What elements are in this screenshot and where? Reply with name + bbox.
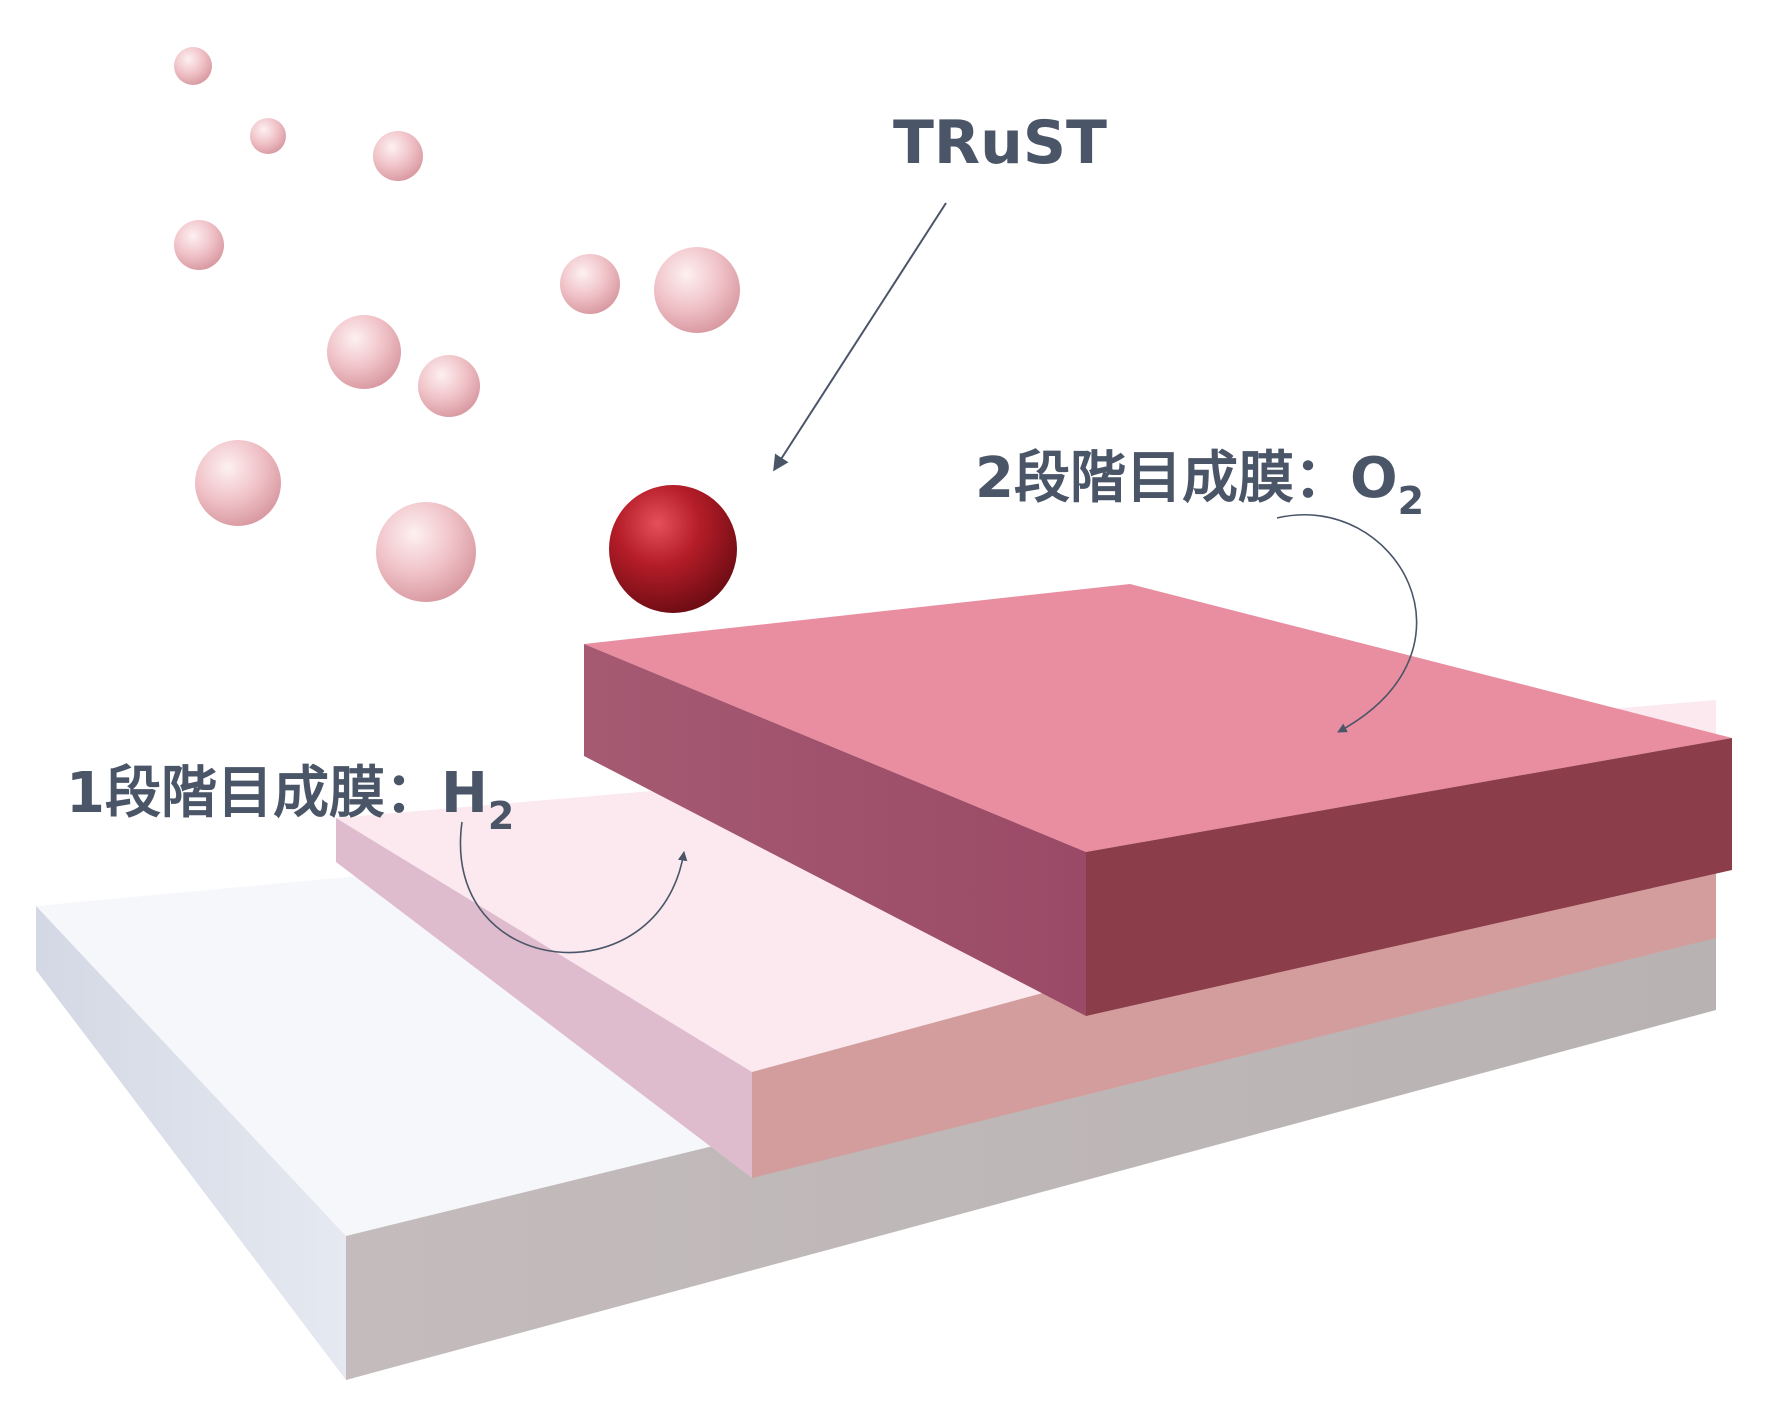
substrate-left-face (36, 906, 346, 1380)
layer-2-left-face (584, 644, 1086, 1016)
step2-label-subscript: 2 (1398, 479, 1424, 523)
molecule-sphere (174, 47, 212, 85)
step2-label: 2段階目成膜：O2 (975, 446, 1424, 523)
molecule-sphere (250, 118, 286, 154)
molecule-sphere (373, 131, 423, 181)
molecule-cloud (174, 47, 740, 613)
step1-curved-arrow (459, 821, 688, 954)
molecule-sphere (174, 220, 224, 270)
step1-label-subscript: 2 (488, 794, 514, 838)
molecule-sphere (654, 247, 740, 333)
molecule-sphere (195, 440, 281, 526)
molecule-sphere (560, 254, 620, 314)
layer-2 (584, 584, 1732, 1016)
molecule-sphere (327, 315, 401, 389)
layer-1-left-face (336, 818, 752, 1178)
step1-label-main: 1段階目成膜：H (66, 761, 488, 826)
step2-label-main: 2段階目成膜：O (975, 446, 1398, 511)
trust-pointer-arrow (773, 202, 947, 472)
layer-2-top (584, 584, 1732, 852)
trust-molecule (609, 485, 737, 613)
step1-label: 1段階目成膜：H2 (66, 761, 514, 838)
layer-2-front-face (1086, 738, 1732, 1016)
molecule-sphere (376, 502, 476, 602)
step2-curved-arrow (1276, 514, 1418, 733)
molecule-sphere (418, 355, 480, 417)
trust-label: TRuST (893, 108, 1107, 178)
